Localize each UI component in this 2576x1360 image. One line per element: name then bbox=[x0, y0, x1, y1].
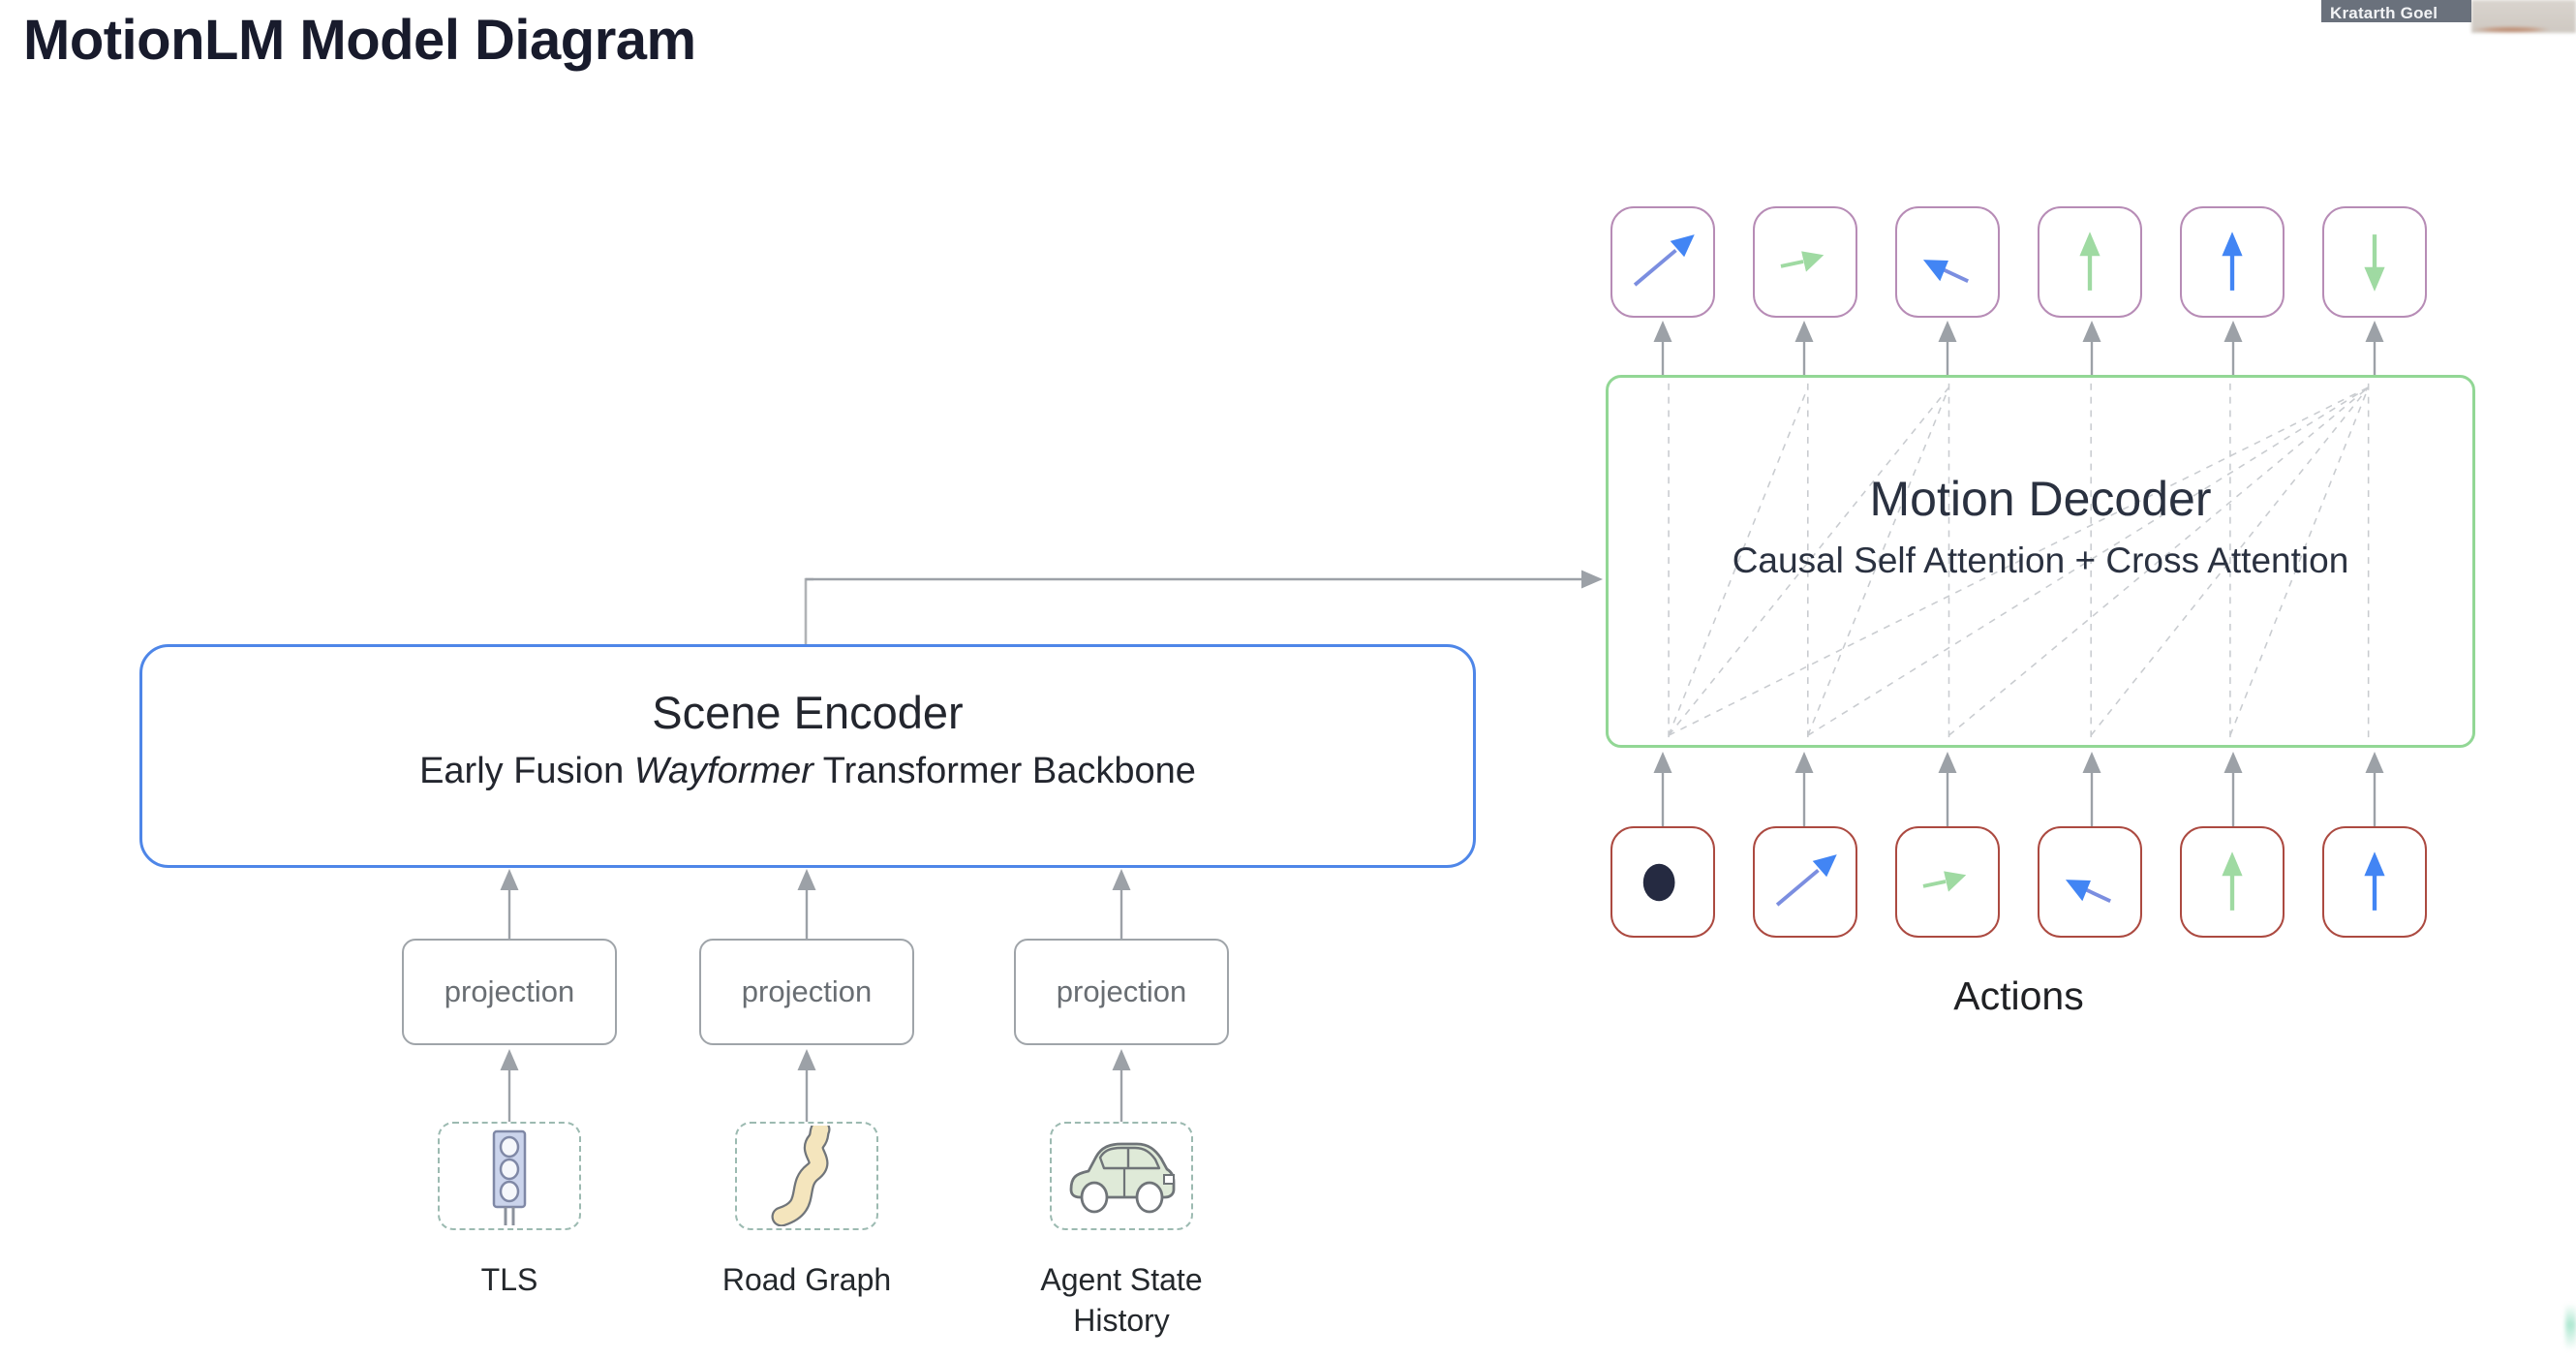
scene-encoder-subtitle: Early Fusion Wayformer Transformer Backb… bbox=[142, 751, 1473, 792]
input-label-tls: TLS bbox=[480, 1262, 538, 1297]
input-box-agentstate bbox=[1050, 1122, 1193, 1230]
start-dot-icon bbox=[1642, 863, 1675, 902]
input-token-arrow-left-down bbox=[2038, 826, 2142, 938]
arrow-left-down-icon bbox=[1922, 260, 1969, 283]
input-token-arrow-up bbox=[2180, 826, 2285, 938]
arrow-up-icon bbox=[2079, 232, 2101, 291]
page-title: MotionLM Model Diagram bbox=[23, 9, 696, 72]
motion-decoder-subtitle: Causal Self Attention + Cross Attention bbox=[1732, 541, 2349, 580]
input-label-roadgraph: Road Graph bbox=[721, 1262, 892, 1297]
output-token-arrow-left-down bbox=[1895, 206, 2000, 318]
scene-encoder-box: Scene Encoder Early Fusion Wayformer Tra… bbox=[139, 644, 1476, 868]
traffic-light-icon bbox=[492, 1129, 527, 1225]
arrow-up-icon bbox=[2222, 851, 2243, 911]
output-token-arrow-down bbox=[2322, 206, 2427, 318]
motion-decoder-box: Motion Decoder Causal Self Attention + C… bbox=[1606, 375, 2475, 748]
scene-encoder-title: Scene Encoder bbox=[652, 687, 964, 738]
output-token-arrow-up bbox=[2180, 206, 2285, 318]
webcam-thumbnail[interactable]: Kratarth Goel bbox=[2321, 0, 2576, 33]
subtitle-suffix: Transformer Backbone bbox=[813, 751, 1196, 791]
projection-box-roadgraph: projection bbox=[699, 939, 914, 1045]
arrow-up-icon bbox=[2364, 851, 2385, 911]
arrow-up-right-icon bbox=[1633, 234, 1695, 287]
actions-label: Actions bbox=[1953, 974, 2084, 1018]
presenter-video bbox=[2471, 0, 2576, 33]
road-graph-icon bbox=[771, 1126, 831, 1226]
input-box-tls bbox=[438, 1122, 581, 1230]
arrow-down-icon bbox=[2364, 234, 2385, 292]
subtitle-wayformer: Wayformer bbox=[633, 751, 813, 791]
projection-label: projection bbox=[1056, 974, 1187, 1008]
projection-label: projection bbox=[444, 974, 575, 1008]
arrow-up-right-icon bbox=[1775, 854, 1837, 907]
car-icon bbox=[1069, 1142, 1176, 1214]
input-label-agentstate: Agent State History bbox=[1040, 1262, 1203, 1338]
input-token-arrow-up bbox=[2322, 826, 2427, 938]
input-box-roadgraph bbox=[735, 1122, 878, 1230]
output-token-arrow-right bbox=[1753, 206, 1857, 318]
projection-box-tls: projection bbox=[402, 939, 617, 1045]
arrow-left-down-icon bbox=[2065, 880, 2111, 903]
input-token-arrow-right bbox=[1895, 826, 2000, 938]
arrow-right-icon bbox=[1780, 251, 1825, 272]
input-token-arrow-up-right bbox=[1753, 826, 1857, 938]
projection-label: projection bbox=[741, 974, 873, 1008]
input-token-row bbox=[1610, 826, 2427, 938]
edge-smudge bbox=[2565, 1304, 2576, 1350]
arrow-up-icon bbox=[2222, 232, 2243, 291]
subtitle-prefix: Early Fusion bbox=[419, 751, 634, 791]
motion-decoder-title: Motion Decoder bbox=[1869, 472, 2212, 526]
output-token-arrow-up-right bbox=[1610, 206, 1715, 318]
causal-attention-lines bbox=[1668, 383, 2370, 740]
projection-box-agentstate: projection bbox=[1014, 939, 1229, 1045]
motion-decoder-text: Motion Decoder Causal Self Attention + C… bbox=[1609, 471, 2472, 581]
output-token-row bbox=[1610, 206, 2427, 318]
output-token-arrow-up bbox=[2038, 206, 2142, 318]
presenter-name-tag: Kratarth Goel bbox=[2321, 0, 2471, 22]
input-token-start-dot bbox=[1610, 826, 1715, 938]
arrow-right-icon bbox=[1922, 871, 1967, 892]
